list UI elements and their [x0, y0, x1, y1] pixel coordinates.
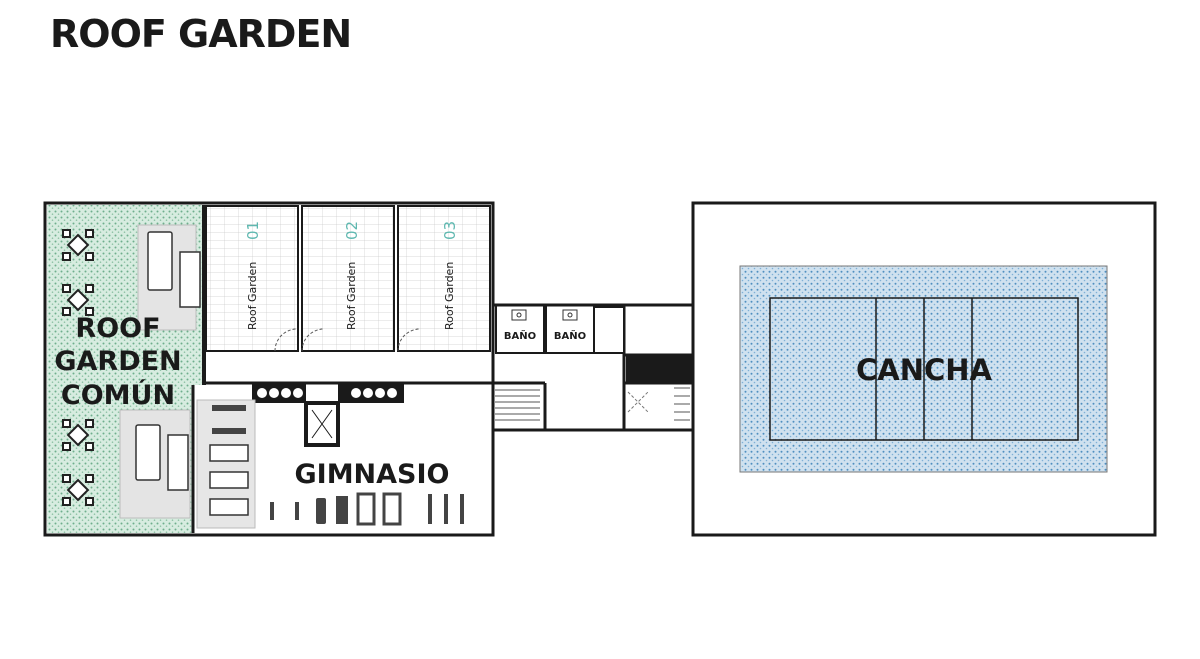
free-weights	[212, 405, 464, 526]
roof-garden-01-label: Roof Garden	[246, 262, 259, 330]
bathroom-2-label: BAÑO	[554, 329, 586, 342]
roof-garden-03-area	[397, 205, 491, 352]
roof-garden-02-number: 02	[343, 221, 361, 240]
door-swing-corridor	[627, 391, 649, 413]
common-garden-label-3: COMÚN	[61, 379, 175, 411]
common-garden-label-2: GARDEN	[54, 346, 181, 377]
gym-label: GIMNASIO	[294, 459, 449, 490]
roof-garden-03-label: Roof Garden	[443, 262, 456, 330]
toilet-icons	[511, 309, 578, 321]
court-label: CANCHA	[856, 353, 993, 387]
court-lines	[769, 297, 1079, 441]
stairs	[495, 387, 690, 421]
bathroom-1-label: BAÑO	[504, 329, 536, 342]
roof-garden-02-area	[301, 205, 395, 352]
roof-garden-02-label: Roof Garden	[345, 262, 358, 330]
roof-garden-03-number: 03	[441, 221, 459, 240]
gym-rack-rings	[257, 388, 397, 398]
wall-block-2	[593, 306, 625, 354]
door-swings	[274, 328, 421, 352]
common-garden-label-1: ROOF	[75, 313, 160, 344]
roof-garden-01-area	[205, 205, 299, 352]
lounge-furniture	[135, 231, 201, 491]
elevator-cross	[311, 409, 333, 439]
dining-tables	[62, 229, 94, 506]
page-title: ROOF GARDEN	[50, 12, 352, 56]
treadmills	[209, 444, 249, 516]
wall-block-1	[626, 355, 692, 383]
roof-garden-01-number: 01	[244, 221, 262, 240]
